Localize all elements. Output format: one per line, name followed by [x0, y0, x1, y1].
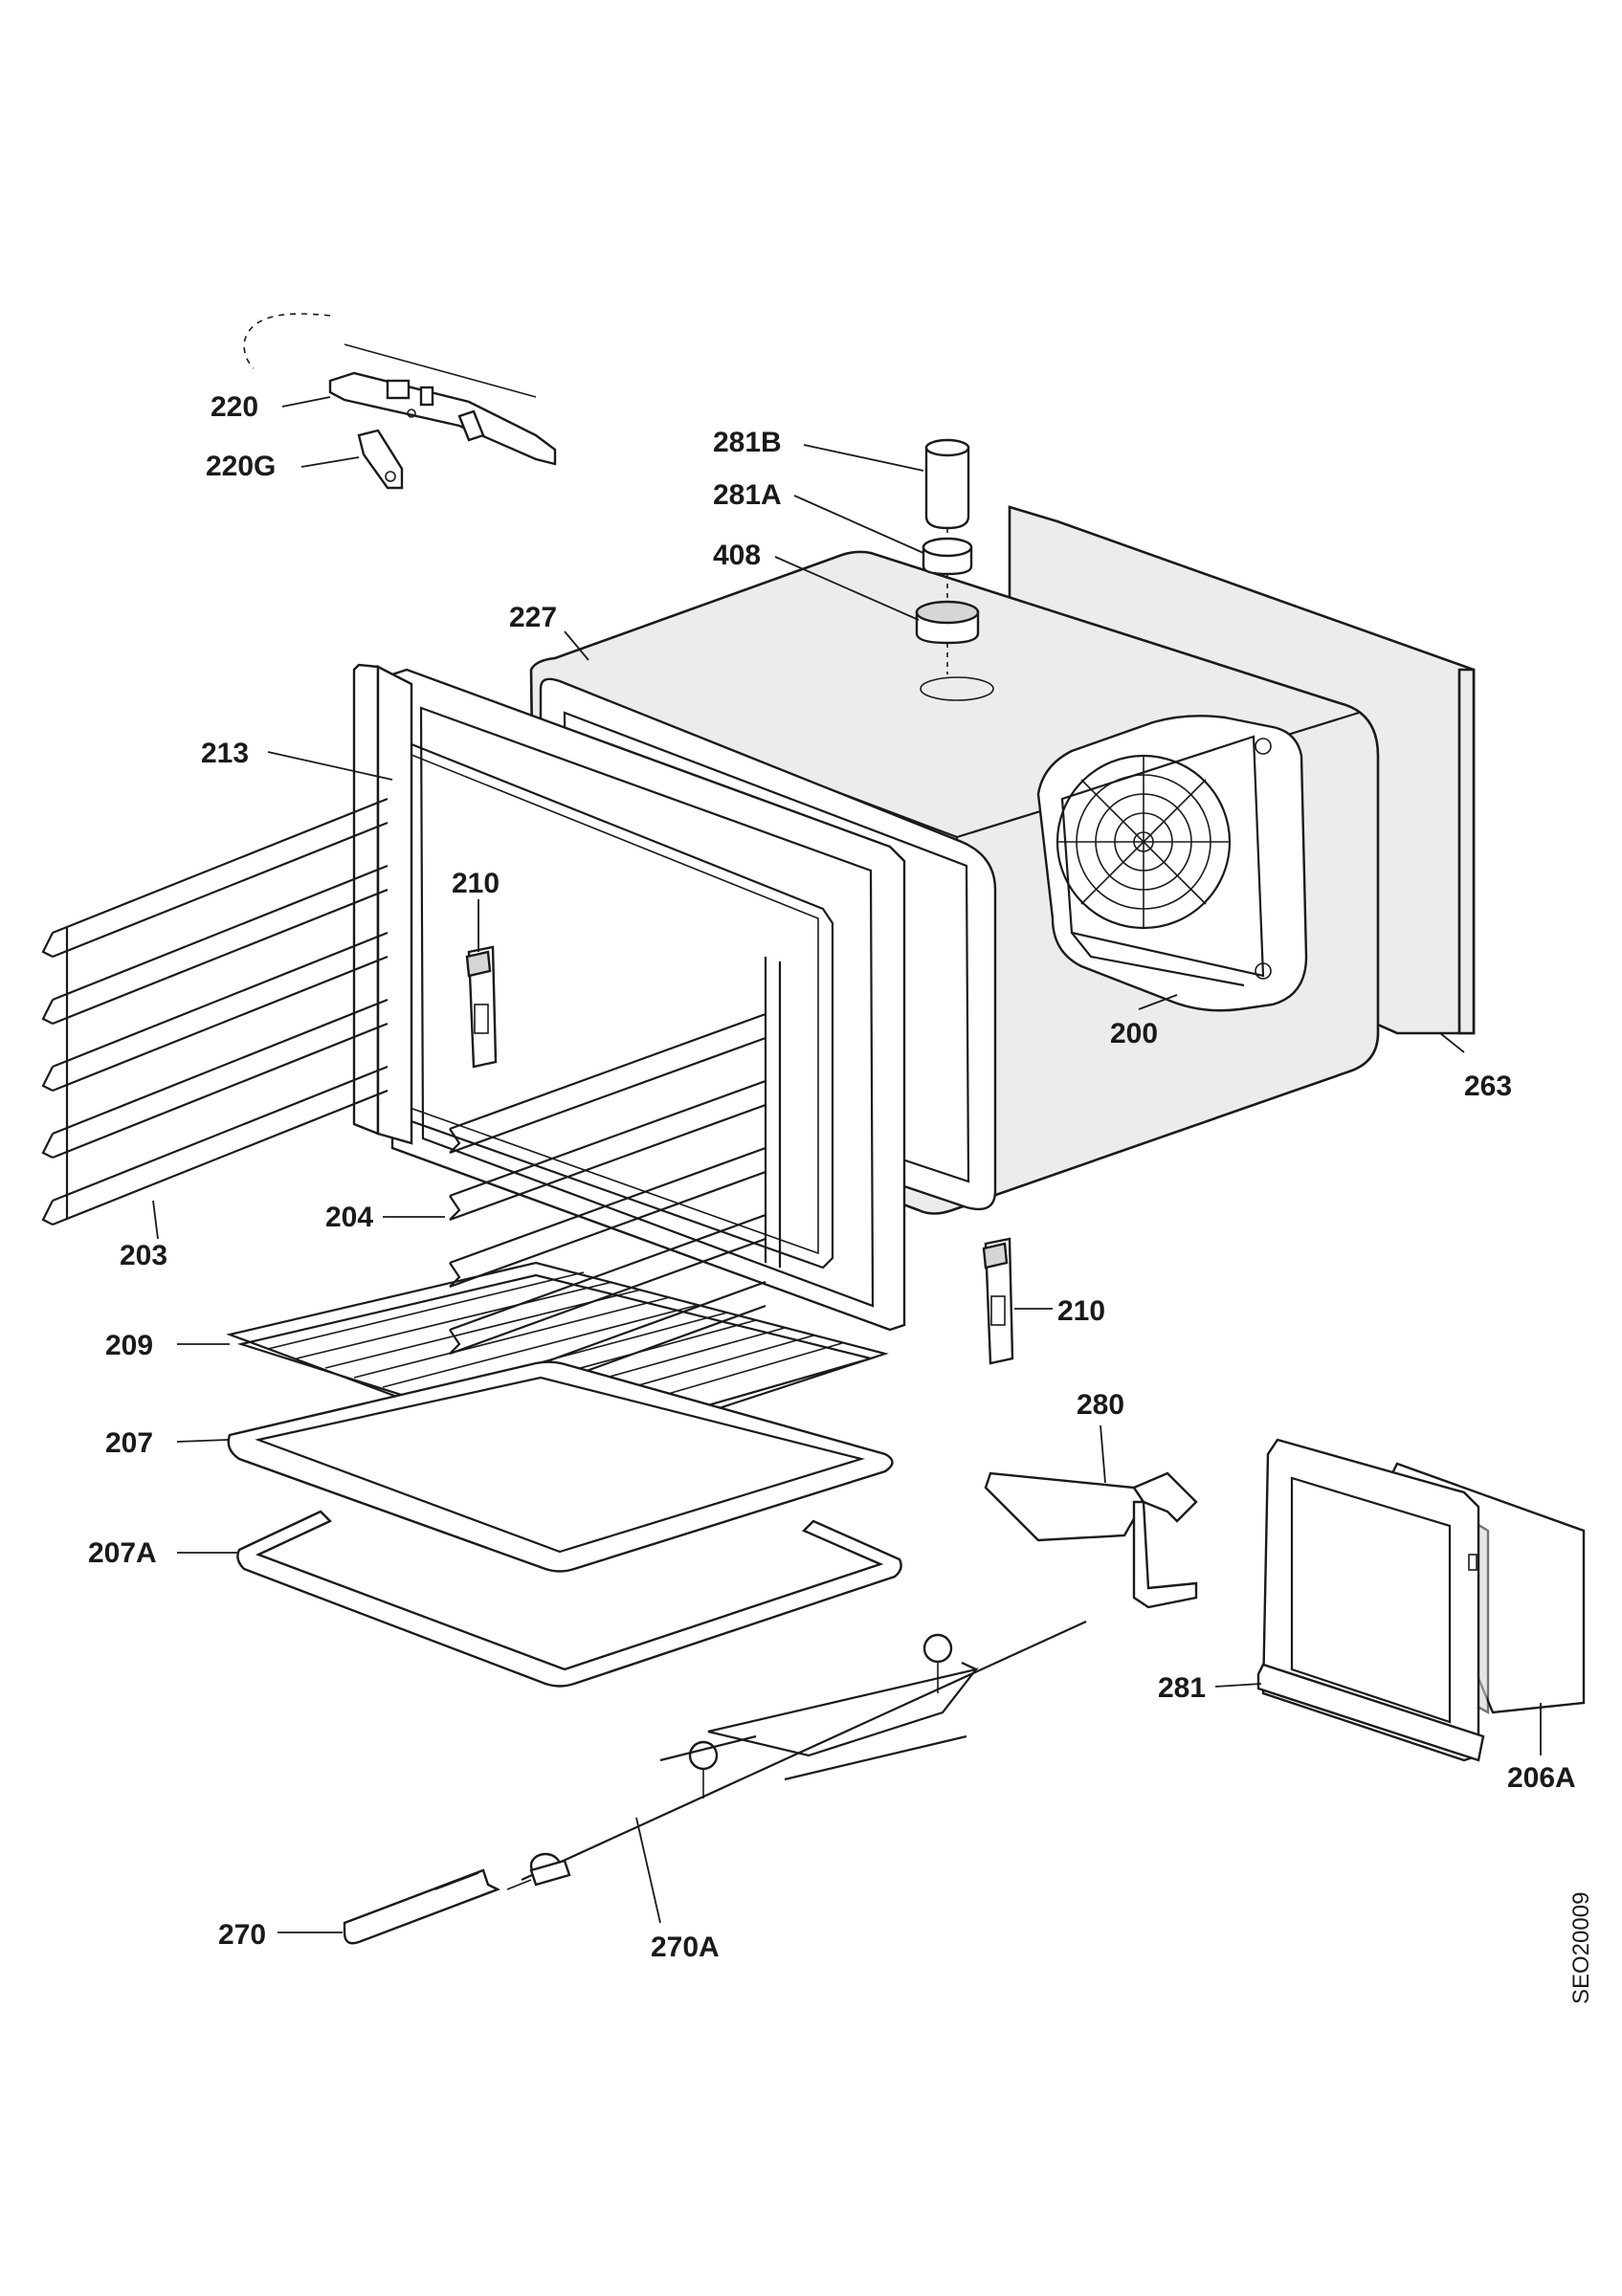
label-210-lower: 210: [1057, 1295, 1105, 1327]
label-207: 207: [105, 1427, 153, 1459]
switch-clip: [357, 429, 404, 490]
label-408: 408: [713, 540, 761, 571]
label-281b: 281B: [713, 427, 782, 458]
label-281: 281: [1158, 1672, 1206, 1704]
filter-frame: [1256, 1438, 1485, 1762]
label-227: 227: [509, 602, 557, 633]
label-263: 263: [1464, 1071, 1512, 1102]
rotisserie-handle: [343, 1868, 500, 1945]
door-hinge-upper: [465, 945, 498, 1069]
label-204: 204: [325, 1202, 373, 1233]
label-220g: 220G: [206, 451, 276, 482]
label-203: 203: [120, 1240, 167, 1271]
baking-tray: [227, 1360, 894, 1573]
label-210-upper: 210: [452, 868, 500, 899]
label-213: 213: [201, 738, 249, 769]
label-280: 280: [1077, 1389, 1124, 1421]
label-207a: 207A: [88, 1537, 157, 1569]
door-switch-bracket: [243, 313, 557, 466]
side-rack-left: [41, 797, 389, 1226]
top-tube: [924, 438, 970, 545]
tray-frame: [236, 1510, 902, 1688]
label-270a: 270A: [651, 1932, 720, 1963]
door-hinge-lower: [982, 1237, 1014, 1365]
door-seal: [386, 668, 906, 1332]
part-labels: 220 220G 281B 281A 408 227 213 210 200 2…: [88, 391, 1576, 1963]
fan-cover: [1036, 715, 1308, 1012]
leader-lines: [152, 396, 1542, 1933]
label-206a: 206A: [1507, 1762, 1576, 1794]
top-adapter: [922, 537, 973, 598]
label-220: 220: [211, 391, 258, 423]
label-270: 270: [218, 1919, 266, 1951]
runner-bracket: [984, 1471, 1198, 1609]
label-200: 200: [1110, 1018, 1158, 1049]
side-wall-plate: [352, 663, 413, 1145]
label-281a: 281A: [713, 479, 782, 511]
document-code: SEO20009: [1568, 1892, 1594, 2004]
rotisserie-spit: [506, 1620, 1087, 1890]
top-filter: [915, 600, 980, 674]
label-209: 209: [105, 1330, 153, 1361]
